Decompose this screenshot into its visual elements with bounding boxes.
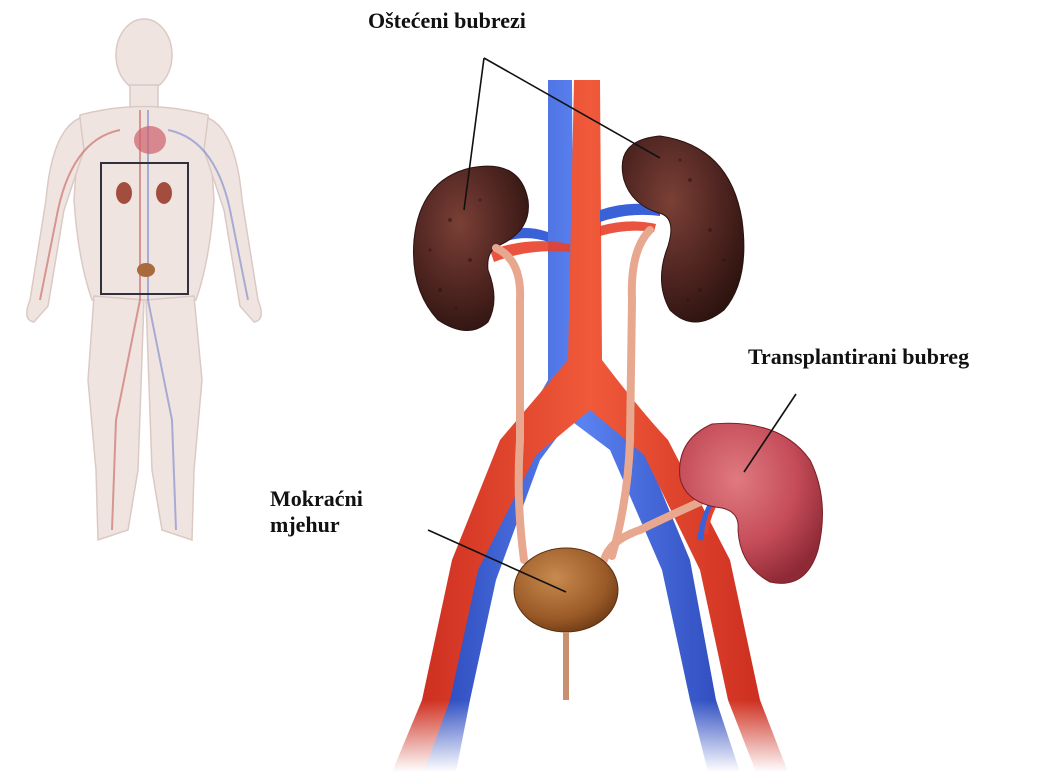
body-overview — [27, 19, 261, 540]
bladder-label: Mokraćni mjehur — [270, 486, 363, 538]
mini-kidney-left — [116, 182, 132, 204]
body-silhouette — [27, 19, 261, 540]
mini-bladder — [137, 263, 155, 277]
mini-kidney-right — [156, 182, 172, 204]
bladder-label-line1: Mokraćni — [270, 486, 363, 512]
bladder-label-line2: mjehur — [270, 512, 363, 538]
bladder — [514, 548, 618, 632]
heart-icon — [134, 126, 166, 154]
main-anatomy — [360, 80, 840, 772]
damaged-kidneys-label: Oštećeni bubrezi — [368, 8, 526, 34]
transplanted-kidney-label: Transplantirani bubreg — [748, 344, 969, 370]
